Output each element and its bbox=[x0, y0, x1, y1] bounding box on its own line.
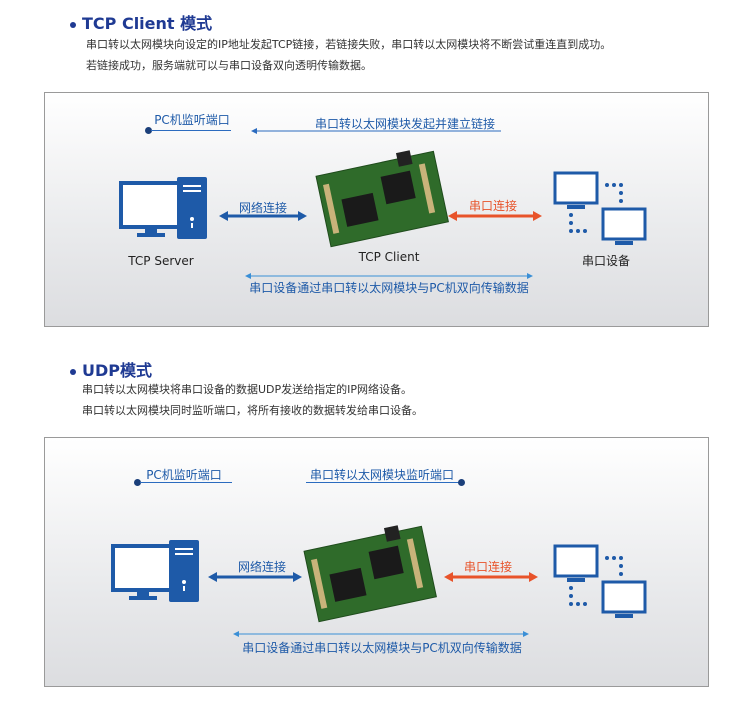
title-text: TCP Client 模式 bbox=[82, 14, 213, 33]
section-title-tcp-client: TCP Client 模式 bbox=[70, 10, 212, 34]
network-label: 网络连接 bbox=[238, 201, 288, 215]
network-arrow-icon bbox=[208, 572, 302, 582]
server-computer-icon bbox=[119, 177, 207, 239]
bottom-arrow-label: 串口设备通过串口转以太网模块与PC机双向传输数据 bbox=[242, 641, 522, 655]
port-dot-icon bbox=[458, 479, 465, 486]
title-text: UDP模式 bbox=[82, 361, 153, 380]
divider bbox=[140, 482, 232, 483]
tcp-client-label: TCP Client bbox=[358, 250, 420, 264]
serial-arrow-icon bbox=[448, 211, 542, 221]
bidirectional-arrow-icon bbox=[233, 631, 529, 637]
desc-line: 串口转以太网模块向设定的IP地址发起TCP链接，若链接失败，串口转以太网模块将不… bbox=[86, 38, 612, 51]
server-computer-icon bbox=[111, 540, 199, 602]
serial-arrow-icon bbox=[444, 572, 538, 582]
serial-device-label: 串口设备 bbox=[581, 254, 631, 268]
tcp-server-label: TCP Server bbox=[128, 254, 194, 268]
udp-diagram: PC机监听端口 串口转以太网模块监听端口 网络连接 串口连接 串口设备通过串口转… bbox=[44, 437, 709, 687]
desc-line: 串口转以太网模块将串口设备的数据UDP发送给指定的IP网络设备。 bbox=[82, 383, 413, 396]
module-board-image bbox=[315, 150, 449, 248]
bidirectional-arrow-icon bbox=[245, 273, 533, 279]
pc-listen-label: PC机监听端口 bbox=[154, 113, 230, 127]
port-dot-icon bbox=[145, 127, 152, 134]
serial-label: 串口连接 bbox=[463, 560, 513, 574]
desc-line: 串口转以太网模块同时监听端口，将所有接收的数据转发给串口设备。 bbox=[82, 404, 423, 417]
desc-line: 若链接成功，服务端就可以与串口设备双向透明传输数据。 bbox=[86, 59, 372, 72]
network-arrow-icon bbox=[219, 211, 307, 221]
serial-devices-icon bbox=[553, 171, 647, 245]
serial-devices-icon bbox=[553, 544, 647, 618]
divider bbox=[151, 130, 231, 131]
left-arrow-icon bbox=[251, 128, 501, 134]
pc-listen-label: PC机监听端口 bbox=[146, 468, 222, 482]
section-title-udp: UDP模式 bbox=[70, 357, 152, 381]
network-label: 网络连接 bbox=[237, 560, 287, 574]
module-board-image bbox=[303, 525, 437, 623]
bottom-arrow-label: 串口设备通过串口转以太网模块与PC机双向传输数据 bbox=[249, 281, 529, 295]
port-dot-icon bbox=[134, 479, 141, 486]
divider bbox=[306, 482, 462, 483]
serial-label: 串口连接 bbox=[468, 199, 518, 213]
tcp-client-diagram: PC机监听端口 串口转以太网模块发起并建立链接 TCP Server 网络连接 … bbox=[44, 92, 709, 327]
top-label: 串口转以太网模块监听端口 bbox=[309, 468, 455, 482]
top-arrow-label: 串口转以太网模块发起并建立链接 bbox=[314, 117, 496, 131]
